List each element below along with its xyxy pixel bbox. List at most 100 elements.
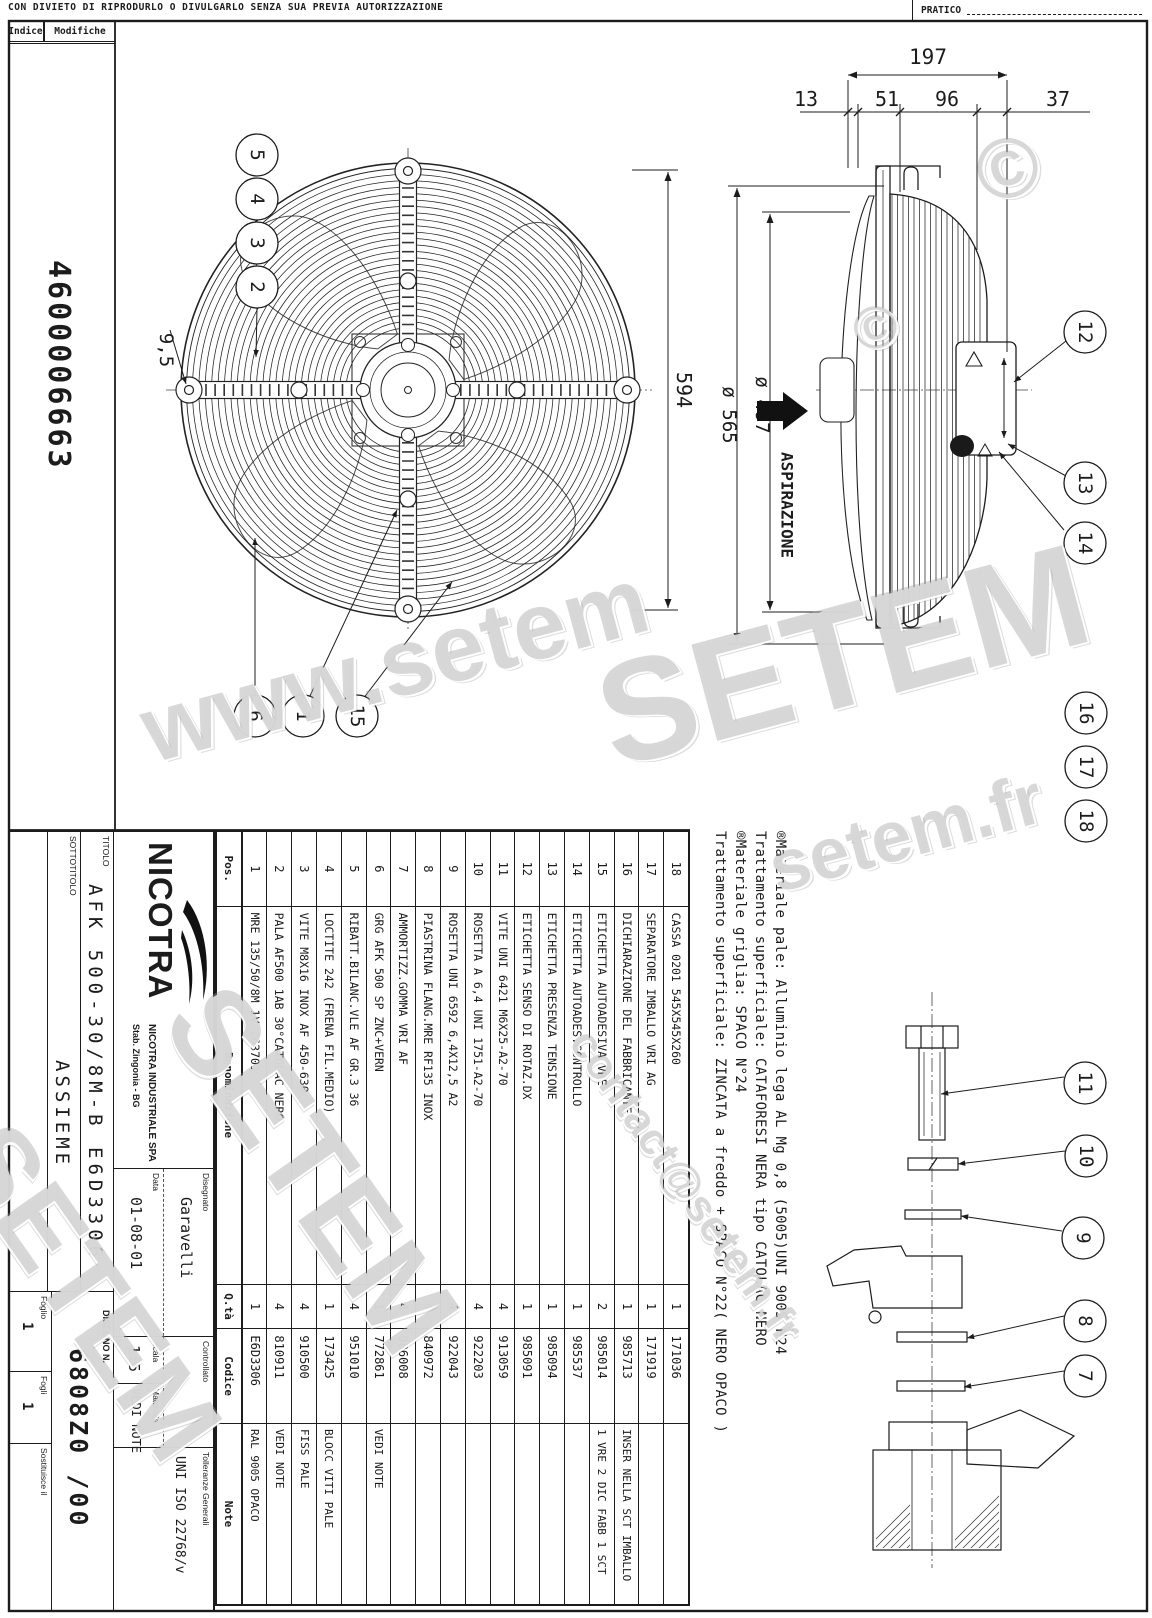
- bom-cell-den: ETICHETTA PRESENZA TENSIONE: [540, 906, 565, 1285]
- bom-cell-qta: 4: [465, 1284, 490, 1330]
- bom-cell-cod: 986008: [391, 1329, 416, 1424]
- bom-cell-note: [491, 1424, 515, 1604]
- bom-cell-cod: 171036: [664, 1329, 688, 1424]
- materiale-label: Materiale: [151, 1388, 161, 1423]
- bom-cell-qta: 1: [317, 1284, 341, 1330]
- washer-7: [896, 1380, 966, 1392]
- bom-cell-cod: 913059: [490, 1329, 515, 1424]
- bom-cell-pos: 1: [242, 832, 267, 907]
- bom-cell-pos: 4: [317, 832, 341, 907]
- bom-cell-qta: 2: [589, 1284, 614, 1330]
- flat-washer: [904, 1209, 962, 1220]
- bom-cell-den: PALA AF500 1AB 30°CATOLAC NERO: [267, 906, 292, 1285]
- balloon-label: 5: [246, 149, 268, 160]
- bom-cell-den: AMMORTIZZ.GOMMA VRI AF: [391, 906, 416, 1285]
- bom-cell-qta: 1: [366, 1284, 391, 1330]
- balloon-14: [1063, 521, 1107, 565]
- dim-594-label: 594: [672, 372, 696, 408]
- sottotitolo-value: ASSIEME: [51, 1060, 73, 1169]
- bom-cell-pos: 17: [639, 832, 664, 907]
- blade-root: [826, 1245, 963, 1324]
- bom-cell-qta: 4: [292, 1284, 317, 1330]
- balloon-label: 18: [1075, 810, 1097, 833]
- bom-cell-pos: 6: [366, 832, 391, 907]
- bom-cell-qta: 1: [639, 1284, 664, 1330]
- dim-51-label: 51: [875, 87, 899, 111]
- bom-header-qta: Q.tà: [217, 1284, 241, 1330]
- dim-13-label: 13: [794, 87, 818, 111]
- scala-value: 1:5: [125, 1345, 143, 1373]
- revision-table-header: Indice Modifiche: [8, 22, 115, 44]
- balloon-11: [1063, 1061, 1107, 1105]
- title-block: NICOTRA NICOTRA INDUSTRIALE SPA Stab. Zi…: [8, 830, 215, 1612]
- disegnato-cell: Disegnato Garavelli: [163, 1169, 213, 1336]
- hub-section-hatch: [876, 1495, 999, 1548]
- balloon-1: [281, 694, 325, 738]
- arm-end-pads: [175, 157, 641, 623]
- bom-cell-note: [664, 1424, 688, 1604]
- sottotitolo-label: SOTTOTITOLO: [68, 836, 78, 896]
- balloon-2: [235, 265, 279, 309]
- balloon-15: [335, 694, 379, 738]
- dim-565-label: ø 565: [718, 386, 740, 443]
- bom-cell-qta: 4: [490, 1284, 515, 1330]
- balloon-label: 7: [1074, 1370, 1096, 1381]
- balloon-10: [1064, 1134, 1108, 1178]
- bom-cell-note: 1 VRE 2 DIC FABB 1 SCT: [595, 1428, 609, 1575]
- balloon-label: 11: [1074, 1072, 1096, 1095]
- tolleranze-value: UNI ISO 22768/v: [172, 1456, 187, 1574]
- bom-cell-cod: 171919: [639, 1329, 664, 1424]
- bom-cell-pos: 5: [341, 832, 366, 907]
- bom-cell-cod: 985713: [614, 1329, 639, 1424]
- pratico-box: PRATICO: [912, 0, 1148, 20]
- bom-cell-qta: 4: [391, 1284, 416, 1330]
- airflow-label: ASPIRAZIONE: [778, 452, 797, 558]
- bom-cell-den: GRG AFK 500 SP ZNC+VERN: [366, 906, 391, 1285]
- bom-cell-qta: 4: [441, 1284, 465, 1330]
- disegno-n-cell: DISEGNO N. 6808Z0 /00: [51, 1292, 113, 1610]
- revision-col-modifiche: Modifiche: [54, 26, 106, 37]
- balloon-leader: [998, 451, 1065, 531]
- balloon-leader: [253, 307, 259, 358]
- copyright-disclaimer: CON DIVIETO DI RIPRODURLO O DIVULGARLO S…: [8, 2, 444, 13]
- lock-washer: [907, 1157, 959, 1171]
- sottotitolo-cell: SOTTOTITOLO ASSIEME: [47, 832, 80, 1291]
- bom-cell-qta: 1: [565, 1284, 589, 1330]
- balloon-label: 15: [346, 705, 368, 728]
- dim-detail-9-5: 9,5: [155, 329, 187, 385]
- balloon-13: [1063, 461, 1107, 505]
- bom-cell-qta: 1: [242, 1284, 267, 1330]
- titolo-cell: TITOLO AFK 500-30/8M-B E6D3306: [80, 832, 113, 1291]
- bom-cell-pos: 3: [292, 832, 317, 907]
- sostituisce-cell: Sostituisce il: [8, 1444, 51, 1610]
- bom-cell-cod: 985091: [515, 1329, 540, 1424]
- bom-header-note: Note: [222, 1500, 236, 1528]
- balloon-8: [1063, 1299, 1107, 1343]
- data-cell: Data 01-08-01: [114, 1169, 163, 1336]
- material-notes: ®Materiale pale: Alluminio lega AL Mg 0,…: [710, 831, 790, 1471]
- balloon-label: 9: [1072, 1232, 1094, 1243]
- bom-cell-cod: 985014: [589, 1329, 614, 1424]
- bom-cell-pos: 9: [441, 832, 465, 907]
- foglio-value: 1: [19, 1322, 35, 1331]
- scala-label: Scala: [151, 1341, 161, 1363]
- bom-cell-pos: 10: [465, 832, 490, 907]
- bom-cell-qta: 4: [416, 1284, 441, 1330]
- bom-cell-den: ETICHETTA AUTOADES.CONTROLLO: [565, 906, 589, 1285]
- disegno-n-value: 6808Z0 /00: [64, 1348, 93, 1529]
- dim-37-label: 37: [1046, 87, 1070, 111]
- bom-cell-note: [441, 1424, 465, 1604]
- bom-cell-den: SEPARATORE IMBALLO VRI AG: [639, 906, 664, 1285]
- revision-col-indice: Indice: [8, 22, 45, 41]
- bom-cell-cod: 985094: [540, 1329, 565, 1424]
- balloon-4: [235, 177, 279, 221]
- disegnato-label: Disegnato: [201, 1173, 211, 1212]
- balloon-label: 6: [244, 710, 266, 721]
- bom-cell-cod: 810911: [267, 1329, 292, 1424]
